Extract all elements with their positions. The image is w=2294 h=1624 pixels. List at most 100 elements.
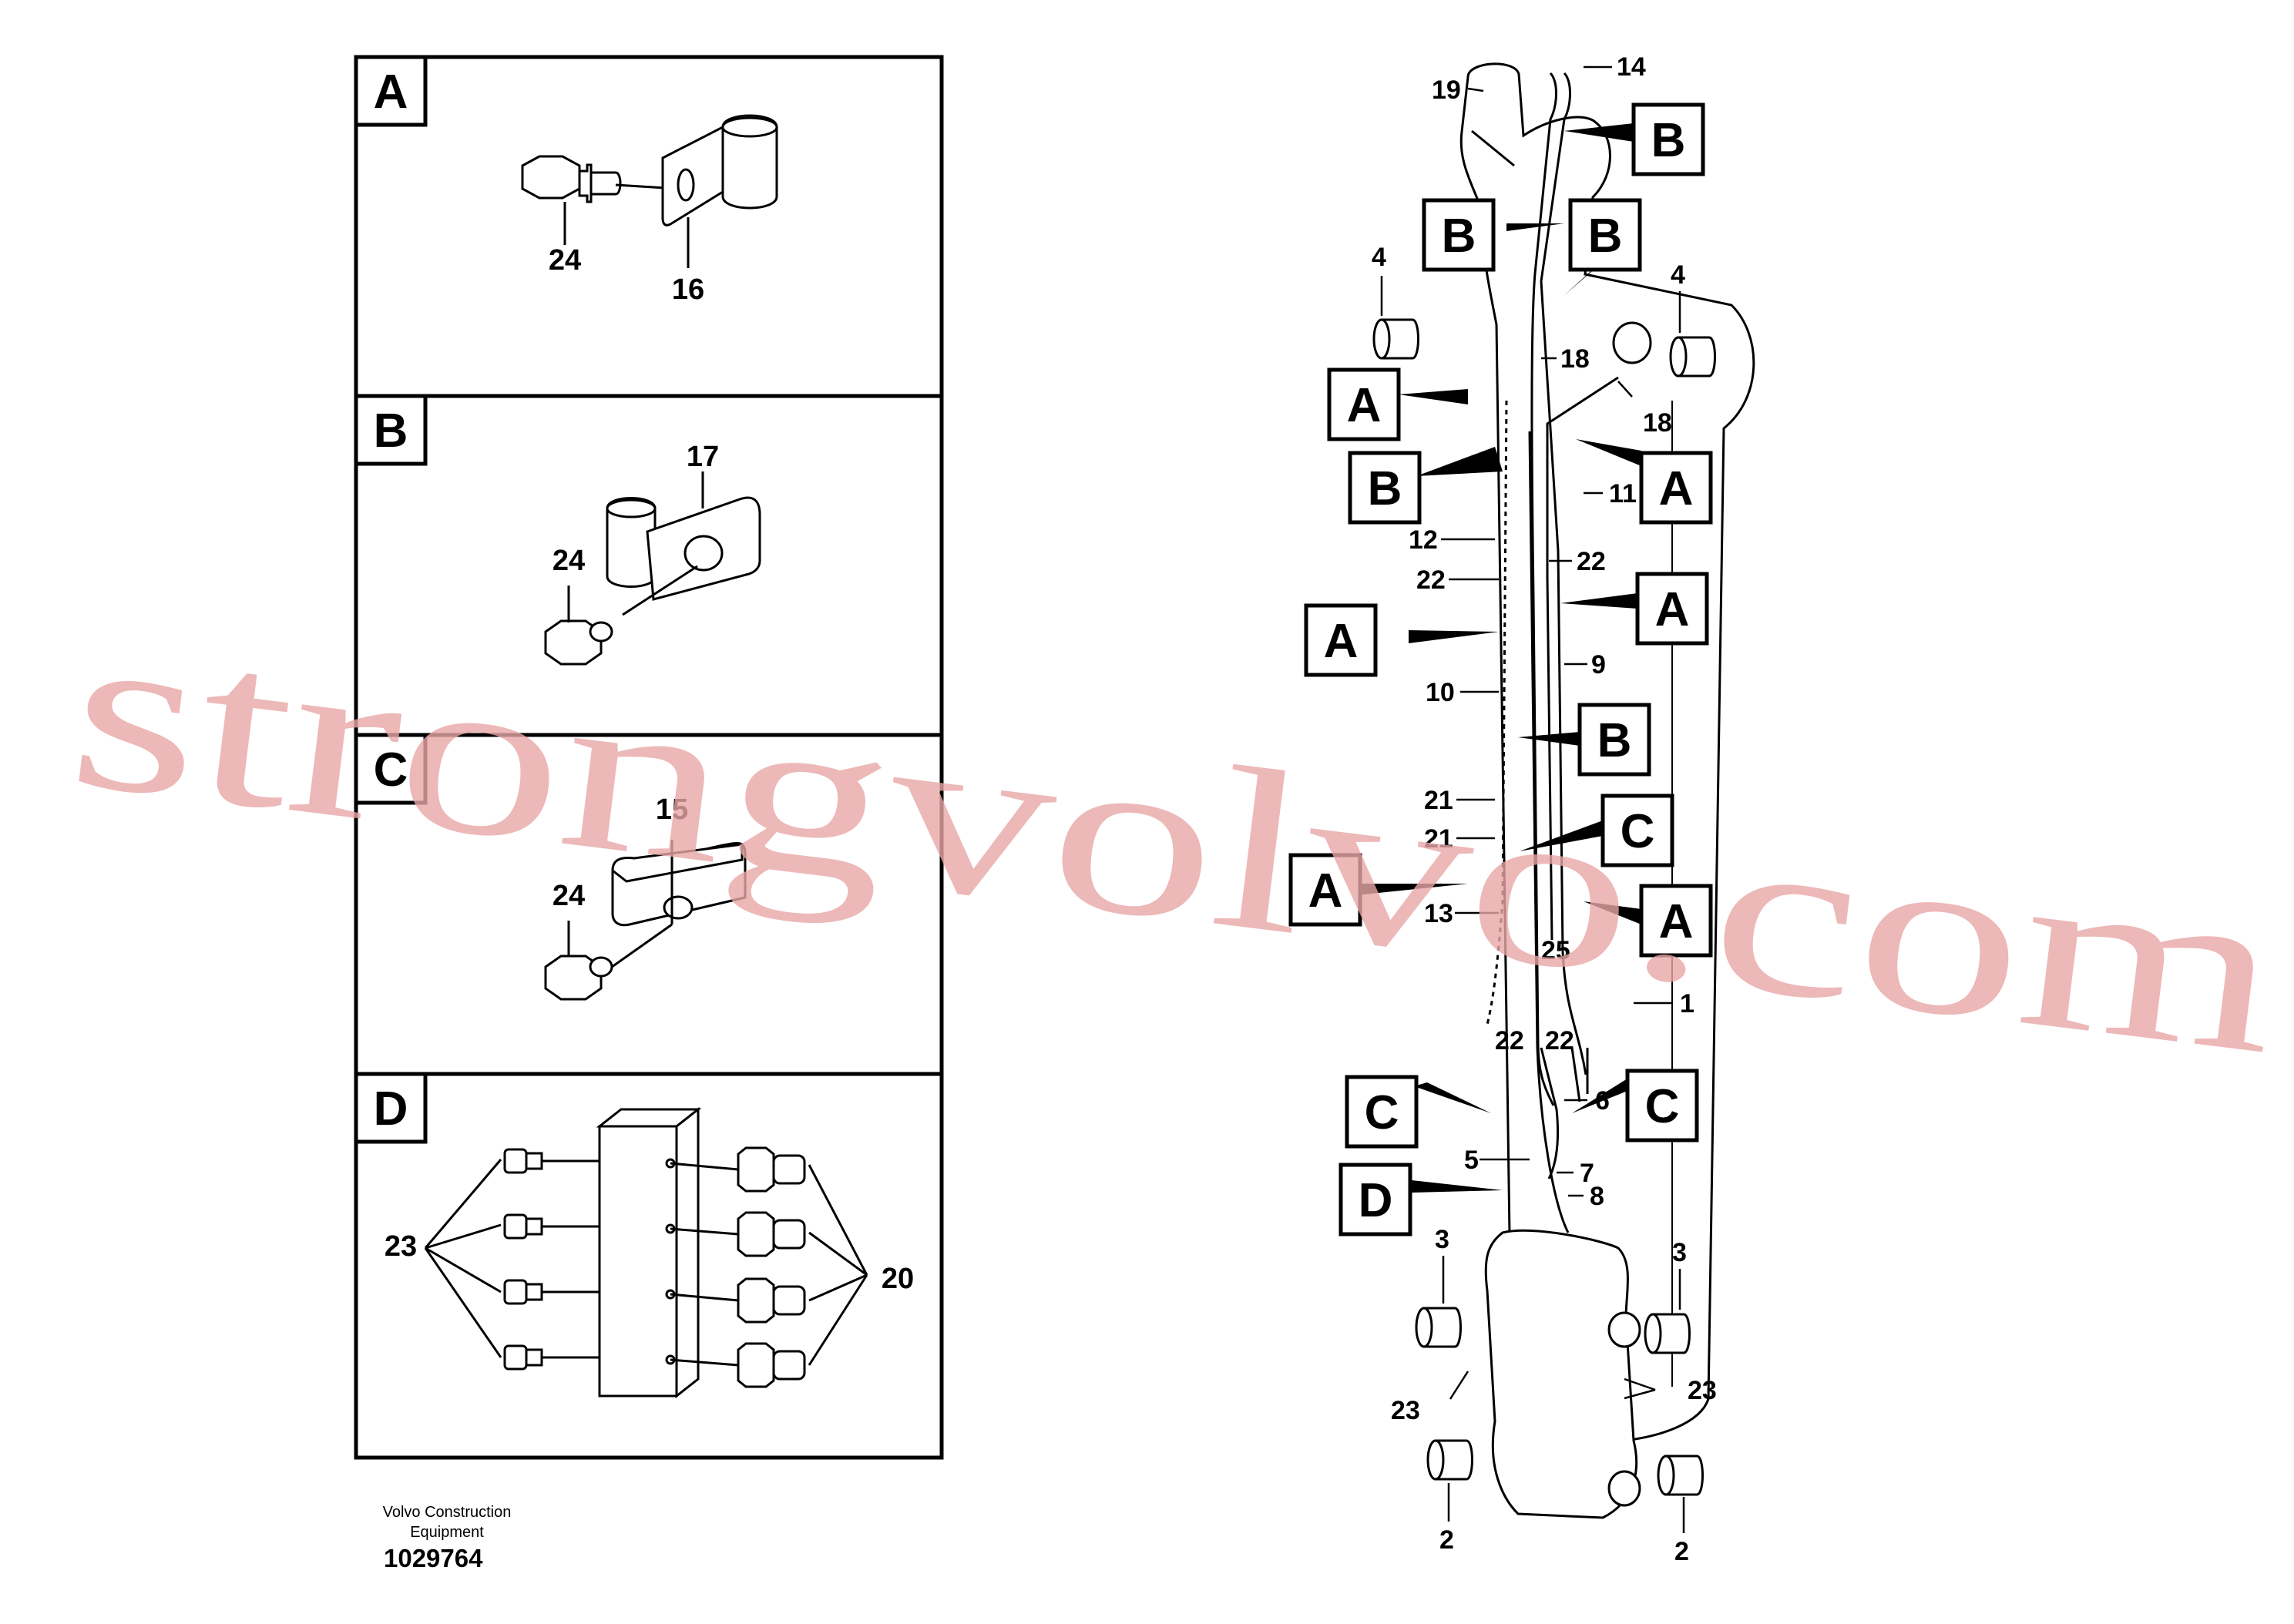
- label-24: 24: [553, 880, 585, 912]
- hose-line: [1530, 72, 1557, 1106]
- bolt-flange: [589, 621, 613, 643]
- clamp-loop-top: [606, 498, 657, 518]
- callout-22: 22: [1545, 1026, 1574, 1055]
- fitting: [503, 1279, 600, 1305]
- bushing-face: [1372, 318, 1391, 360]
- clamp-loop: [721, 114, 778, 210]
- callout-9: 9: [1591, 650, 1606, 679]
- clamp-hole: [677, 168, 695, 202]
- bracket-pin-bore: [1607, 1470, 1641, 1507]
- view-ref-a: A: [1324, 615, 1359, 668]
- callout-18: 18: [1560, 344, 1590, 374]
- callout-6: 6: [1595, 1086, 1610, 1116]
- panel-c-drawing: [544, 840, 747, 1001]
- bushing-face: [1669, 336, 1688, 377]
- fitting: [670, 1146, 806, 1193]
- callout-3: 3: [1435, 1225, 1449, 1254]
- bushing-face: [1415, 1307, 1433, 1348]
- detail-panels: [354, 55, 944, 1460]
- panel-d-labels: 23 20: [385, 1230, 914, 1295]
- callout-12: 12: [1409, 525, 1438, 555]
- panel-c-labels: 15 24: [553, 794, 688, 912]
- hose-line-dashed: [1486, 400, 1508, 1025]
- hose-bundle: [1540, 1047, 1589, 1179]
- leader-line: [622, 565, 698, 616]
- panel-a-letter-box: [354, 55, 428, 127]
- view-ref-b: B: [1597, 714, 1632, 767]
- label-15: 15: [656, 794, 688, 826]
- panel-b-drawing: [544, 471, 761, 666]
- callout-1: 1: [1680, 989, 1694, 1018]
- panel-b-letter: B: [374, 404, 408, 458]
- bolt-shank: [589, 171, 622, 196]
- fitting: [670, 1277, 806, 1324]
- arm-pin-bore: [1612, 321, 1652, 364]
- panel-c-letter: C: [374, 743, 408, 797]
- panel-a-labels: 24 16: [549, 244, 704, 306]
- fittings-20: [670, 1146, 806, 1388]
- view-ref-a: A: [1659, 462, 1694, 515]
- view-ref-a: A: [1308, 864, 1343, 918]
- fitting: [503, 1148, 600, 1174]
- panel-letters: A B C D: [374, 65, 408, 1136]
- watermark: strongvolvo.com: [59, 578, 2292, 1102]
- label-24: 24: [553, 545, 585, 577]
- hose-line: [1546, 376, 1619, 941]
- label-24: 24: [549, 244, 581, 277]
- fitting: [670, 1211, 806, 1257]
- bolt-flange: [578, 163, 593, 203]
- bolt-head: [521, 155, 581, 200]
- callout-18: 18: [1643, 408, 1672, 438]
- manifold-side: [675, 1106, 700, 1399]
- callout-11: 11: [1609, 479, 1637, 508]
- callout-7: 7: [1580, 1159, 1594, 1188]
- bracket-pin-bore: [1607, 1311, 1641, 1348]
- clamp-lip: [611, 843, 744, 883]
- bushing-face: [1426, 1439, 1445, 1481]
- callout-13: 13: [1424, 899, 1453, 928]
- leaders-20: [808, 1164, 868, 1366]
- manifold-block: [598, 1125, 678, 1398]
- drawing-number: 1029764: [384, 1544, 483, 1572]
- bolt-flange: [589, 956, 613, 978]
- callout-10: 10: [1426, 678, 1455, 707]
- callout-5: 5: [1464, 1146, 1479, 1175]
- callout-23: 23: [1688, 1376, 1717, 1405]
- fitting: [503, 1213, 600, 1240]
- view-ref-c: C: [1365, 1086, 1399, 1139]
- callout-leaders: [1380, 65, 1685, 1533]
- callout-8: 8: [1590, 1182, 1604, 1211]
- view-ref-b: B: [1442, 210, 1476, 263]
- callout-3: 3: [1672, 1238, 1687, 1267]
- panel-b-letter-box: [354, 394, 428, 466]
- callout-25: 25: [1541, 936, 1570, 965]
- label-23: 23: [385, 1230, 417, 1263]
- view-ref-letters: B B B A B A A A B C A A C C D: [1308, 114, 1694, 1227]
- callout-2: 2: [1439, 1525, 1454, 1555]
- brand-line-1: Volvo Construction: [382, 1504, 512, 1521]
- panel-b-labels: 17 24: [553, 441, 719, 577]
- callout-23: 23: [1391, 1396, 1420, 1425]
- callout-22: 22: [1495, 1026, 1524, 1055]
- view-ref-boxes: [1288, 102, 1713, 1236]
- brand-footer: Volvo Construction Equipment: [347, 1502, 547, 1542]
- callout-21: 21: [1424, 786, 1453, 815]
- panel-c-letter-box: [354, 733, 428, 805]
- clamp-loop-top: [721, 116, 778, 138]
- leaders-23: [424, 1159, 502, 1358]
- view-ref-a: A: [1655, 583, 1690, 636]
- callout-4: 4: [1671, 260, 1685, 290]
- bushing-face: [1657, 1455, 1675, 1496]
- clamp-hole: [683, 535, 724, 572]
- view-ref-a: A: [1347, 379, 1382, 432]
- panel-d-drawing: [424, 1106, 868, 1399]
- label-16: 16: [672, 273, 704, 306]
- view-ref-b: B: [1651, 114, 1686, 167]
- view-ref-b: B: [1368, 462, 1402, 515]
- callout-numbers: 14 19 4 4 18 18 11 12 22 22 9 10 21 21 1…: [1372, 52, 1717, 1566]
- panel-a-letter: A: [374, 65, 408, 119]
- bushing-face: [1644, 1313, 1662, 1354]
- panel-d-letter-box: [354, 1072, 428, 1144]
